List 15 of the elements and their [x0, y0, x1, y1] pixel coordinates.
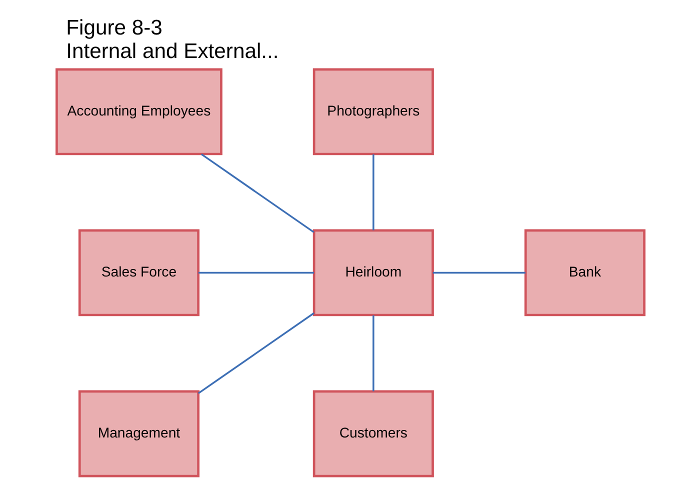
- node-box: Sales Force: [78, 229, 199, 316]
- node-box: Bank: [524, 229, 645, 316]
- connector: [372, 315, 374, 392]
- connector: [432, 272, 525, 274]
- node-box: Heirloom: [312, 229, 434, 316]
- node-box: Accounting Employees: [55, 68, 222, 156]
- connector: [372, 154, 374, 230]
- caption: Internal and External...: [66, 40, 278, 64]
- connector: [197, 312, 314, 394]
- node-box: Management: [78, 390, 199, 478]
- node-box: Photographers: [312, 68, 434, 156]
- node-box: Customers: [312, 390, 434, 478]
- connector: [198, 272, 314, 274]
- connector: [200, 153, 314, 233]
- diagram-title: Figure 8-3: [66, 16, 162, 40]
